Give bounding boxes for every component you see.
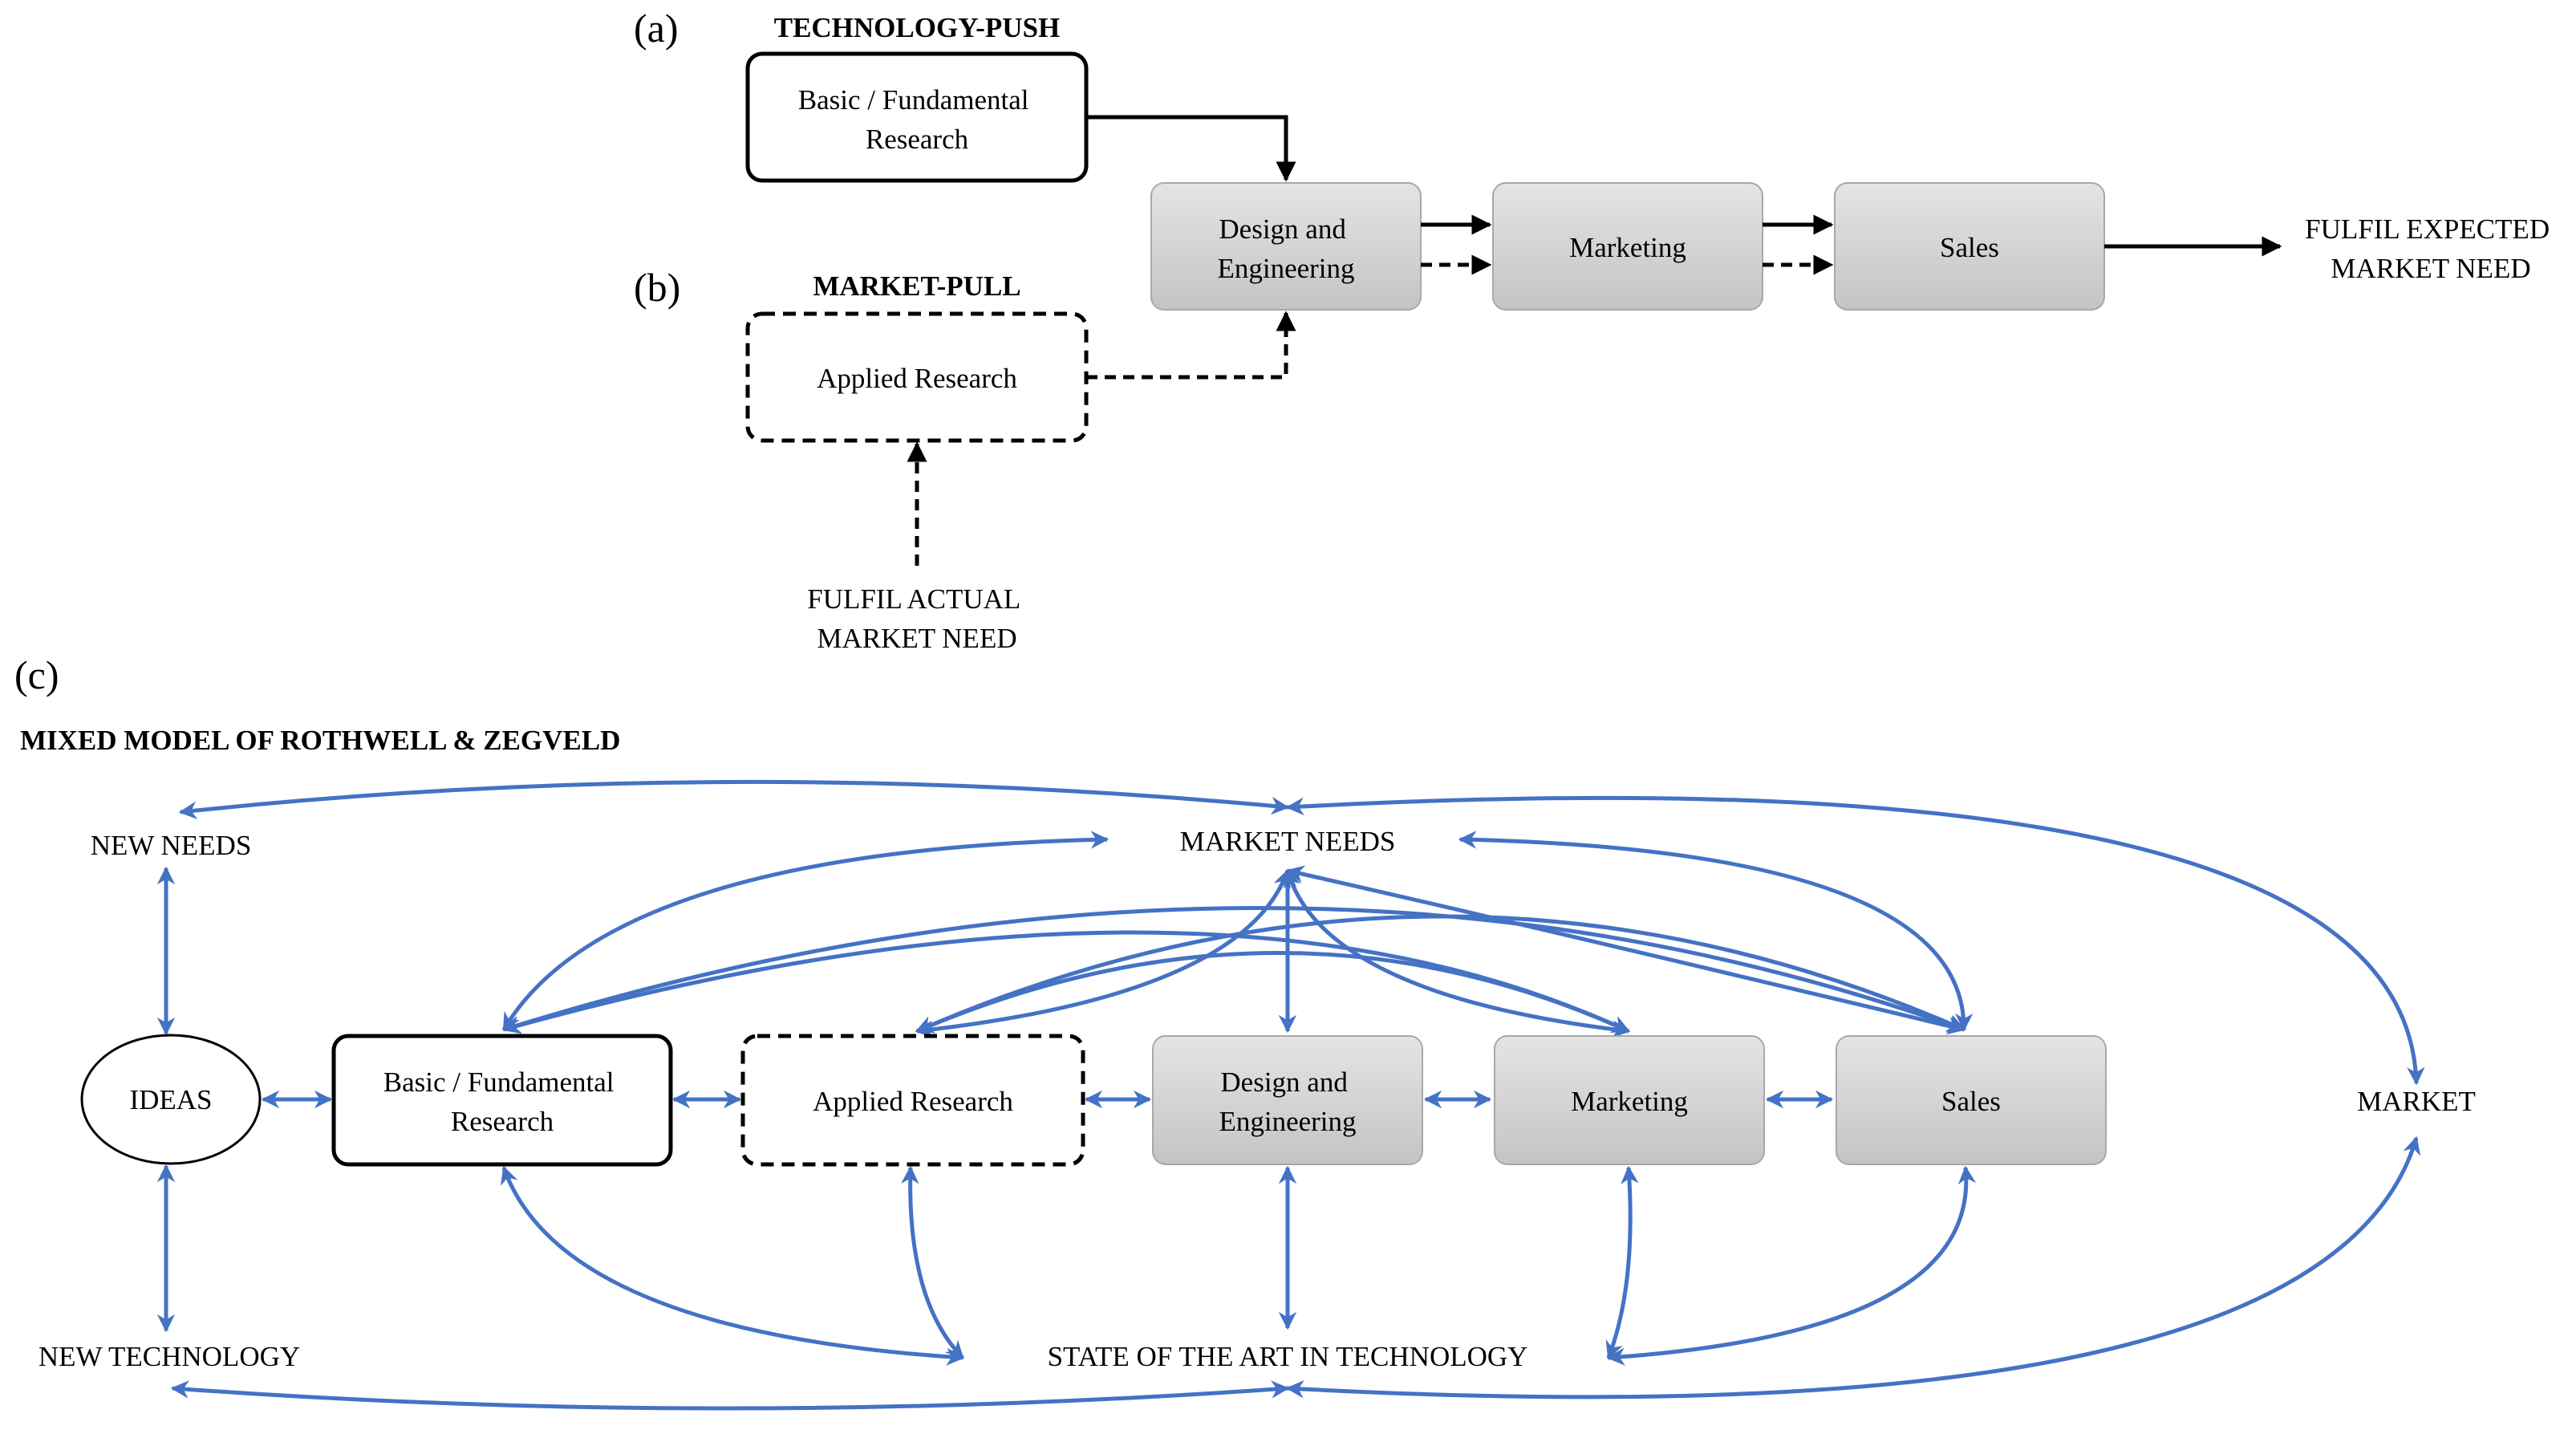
c-arrow-applied-marketing <box>915 951 1631 1034</box>
svg-text:Design and Engineering: Design and Engineering <box>1217 213 1354 284</box>
c-arrow-mn-basic <box>501 831 1110 1031</box>
c-design-line2: Engineering <box>1219 1106 1356 1137</box>
a-sales-label: Sales <box>1940 232 1999 263</box>
b-origin-line1: FULFIL ACTUAL <box>807 583 1020 615</box>
a-sales-box: Sales <box>1834 182 2105 311</box>
c-arrow-state-art-market <box>1285 1135 2421 1400</box>
a-design-line2: Engineering <box>1217 253 1354 284</box>
a-outcome-line2: MARKET NEED <box>2331 253 2530 284</box>
c-arrow-applied-state-art <box>901 1165 964 1359</box>
a-design-box: Design and Engineering <box>1150 182 1422 311</box>
c-design-box: Design and Engineering <box>1152 1035 1423 1165</box>
a-marketing-box: Marketing <box>1492 182 1763 311</box>
svg-text:Basic / Fundamental Re: Basic / Fundamental Research <box>798 84 1036 155</box>
c-applied-research-box: Applied Research <box>740 1034 1085 1167</box>
b-origin-text: FULFIL ACTUAL MARKET NEED <box>807 583 1027 654</box>
panel-a-label: (a) <box>634 6 679 51</box>
a-marketing-label: Marketing <box>1569 232 1686 263</box>
b-applied-research-box: Applied Research <box>745 311 1089 443</box>
c-arrows <box>156 779 2425 1411</box>
c-arrow-market-needs-new-needs <box>178 779 1290 820</box>
c-arrow-market-needs-market <box>1285 795 2425 1086</box>
c-state-of-art: STATE OF THE ART IN TECHNOLOGY <box>1048 1341 1528 1372</box>
panel-c-label: (c) <box>14 652 59 697</box>
a-design-line1: Design and <box>1219 213 1346 245</box>
a-outcome-line1: FULFIL EXPECTED <box>2305 213 2550 245</box>
panel-c-title: MIXED MODEL OF ROTHWELL & ZEGVELD <box>20 725 620 756</box>
c-basic-research-line2: Research <box>451 1106 554 1137</box>
c-market-needs: MARKET NEEDS <box>1180 826 1396 857</box>
c-market: MARKET <box>2357 1086 2476 1117</box>
a-basic-research-line1: Basic / Fundamental <box>798 84 1029 116</box>
c-arrow-sales-state-art <box>1606 1165 1977 1366</box>
a-basic-research-box: Basic / Fundamental Research <box>745 51 1089 183</box>
c-marketing-label: Marketing <box>1571 1086 1688 1117</box>
c-design-line1: Design and <box>1220 1066 1348 1098</box>
panel-b-title: MARKET-PULL <box>813 270 1020 302</box>
a-b-arrows <box>907 115 2282 566</box>
arrow-basic-to-design <box>1086 115 1296 182</box>
c-ideas-node: IDEAS <box>80 1034 262 1165</box>
svg-text:Basic / Fundamental Re: Basic / Fundamental Research <box>383 1066 621 1137</box>
c-arrow-state-art-new-technology <box>170 1380 1290 1411</box>
c-basic-research-box: Basic / Fundamental Research <box>331 1034 673 1167</box>
b-origin-line2: MARKET NEED <box>817 623 1016 654</box>
c-arrow-mn-marketing <box>1283 868 1631 1038</box>
a-basic-research-line2: Research <box>866 124 969 155</box>
b-applied-research-label: Applied Research <box>817 363 1017 394</box>
c-arrow-mn-design-sales <box>1285 865 1966 1035</box>
c-applied-research-label: Applied Research <box>813 1086 1013 1117</box>
c-arrow-basic-state-art <box>501 1165 965 1366</box>
c-new-technology: NEW TECHNOLOGY <box>39 1341 300 1372</box>
panel-c: (c) MIXED MODEL OF ROTHWELL & ZEGVELD <box>14 652 2476 1411</box>
c-sales-box: Sales <box>1836 1035 2107 1165</box>
c-basic-research-line1: Basic / Fundamental <box>383 1066 615 1098</box>
arrow-applied-to-design <box>1086 311 1296 380</box>
panel-a-title: TECHNOLOGY-PUSH <box>774 12 1061 43</box>
c-ideas-label: IDEAS <box>129 1084 212 1115</box>
c-arrow-basic-sales <box>501 906 1966 1034</box>
svg-text:Design and Engineering: Design and Engineering <box>1219 1066 1356 1137</box>
c-marketing-box: Marketing <box>1494 1035 1765 1165</box>
c-new-needs: NEW NEEDS <box>91 830 252 861</box>
c-arrow-marketing-state-art <box>1605 1165 1639 1360</box>
c-sales-label: Sales <box>1941 1086 2001 1117</box>
a-outcome-text: FULFIL EXPECTED MARKET NEED <box>2305 213 2557 284</box>
panel-a-b: (a) TECHNOLOGY-PUSH (b) MARKET-PULL Basi… <box>634 6 2557 654</box>
panel-b-label: (b) <box>634 265 680 310</box>
